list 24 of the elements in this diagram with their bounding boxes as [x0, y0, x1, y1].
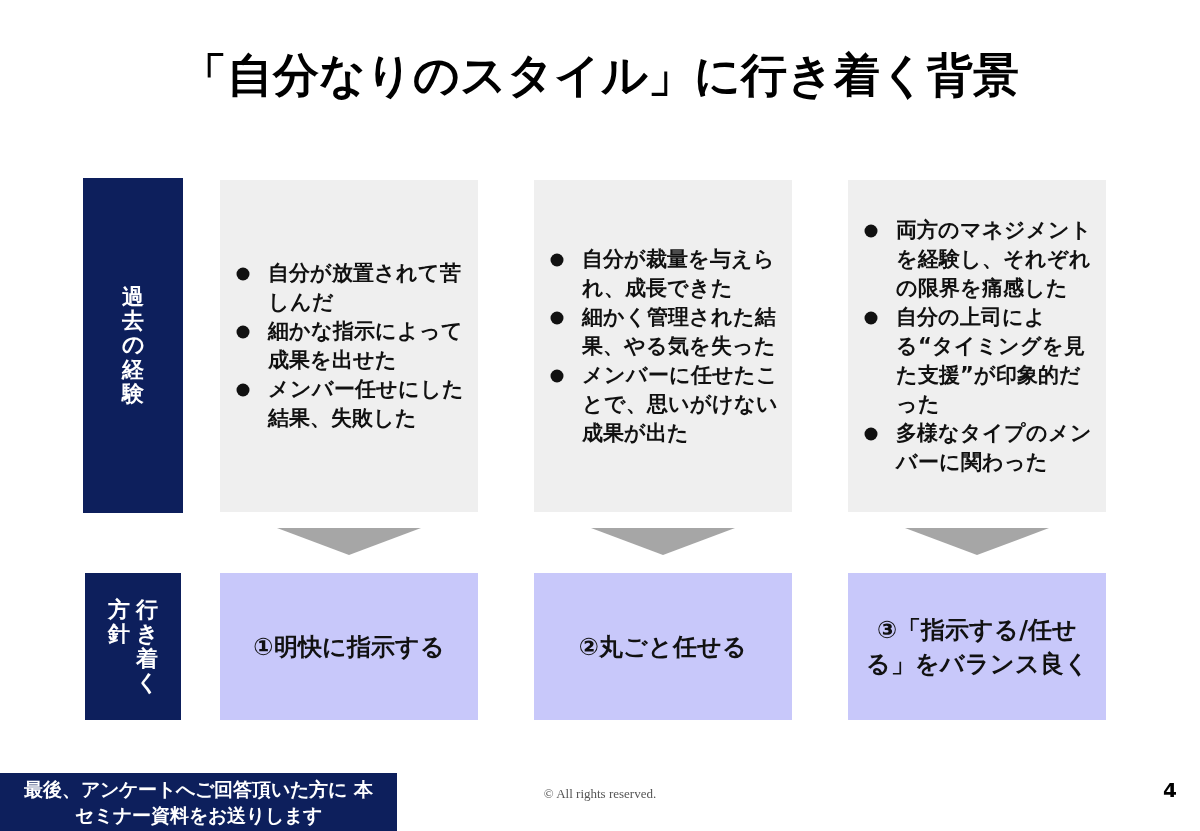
policy-box: ③「指示する/任せる」をバランス良く: [848, 573, 1106, 720]
chevron-arrow: [905, 528, 1049, 555]
title: 「自分なりのスタイル」に行き着く背景: [180, 47, 1020, 104]
row-header: 行き着く方針: [85, 573, 181, 720]
chevron-arrow: [591, 528, 735, 555]
bullet-text: 自分が放置されて苦しんだ: [268, 261, 461, 314]
bullet-text: 細かな指示によって成果を出せた: [268, 319, 463, 372]
notice-banner: 最後、アンケートへご回答頂いた方に 本セミナー資料をお送りします: [0, 773, 397, 831]
bullet-text: メンバー任せにした結果、失敗した: [268, 377, 464, 430]
bullet-text: 両方のマネジメントを経験し、それぞれの限界を痛感した: [896, 217, 1092, 300]
bullet-text: 細かく管理された結果、やる気を失った: [582, 304, 776, 358]
chevron-arrow: [277, 528, 421, 555]
bullet-text: 多様なタイプのメンバーに関わった: [896, 420, 1092, 474]
page-number: 4: [1162, 778, 1178, 802]
experience-box: [534, 180, 792, 512]
bullet-text: 自分が裁量を与えられ、成長できた: [582, 246, 775, 300]
bullet-text: 自分の上司による“タイミングを見た支援”が印象的だった: [896, 304, 1085, 416]
copyright-text: © All rights reserved.: [542, 786, 658, 802]
experience-box: [220, 180, 478, 512]
bullet-text: メンバーに任せたことで、思いがけない成果が出た: [582, 362, 778, 445]
experience-box: [848, 180, 1106, 512]
row-header: 過去の経験: [83, 178, 183, 513]
policy-box: ①明快に指示する: [220, 573, 478, 720]
policy-box: ②丸ごと任せる: [534, 573, 792, 720]
